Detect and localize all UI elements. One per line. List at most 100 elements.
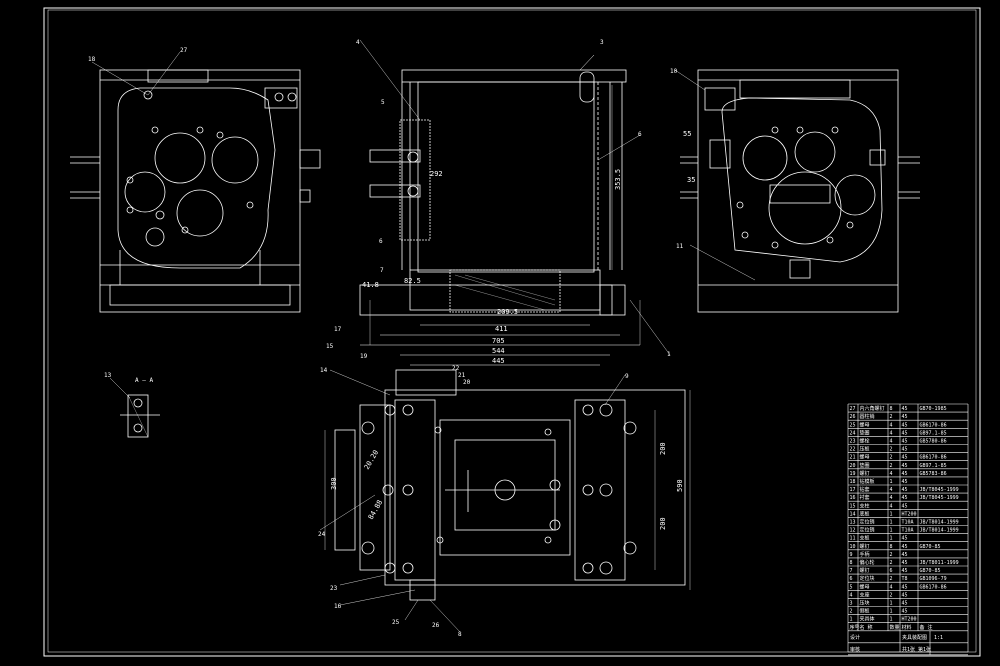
title-block-cell-std: GB1096-79 [920, 576, 947, 582]
title-block-cell-name: 螺母 [860, 454, 870, 461]
title-block-scale: 1:1 [934, 635, 943, 641]
title-block-cell-name: 内六角螺钉 [860, 405, 885, 412]
leader-25: 25 [392, 619, 400, 626]
title-block-cell-mat: 45 [902, 552, 908, 558]
dim-200b: 200 [659, 517, 667, 530]
section-label: A — A [135, 377, 153, 384]
title-block-cell-no: 26 [850, 414, 856, 420]
title-block-cell-qty: 1 [890, 609, 893, 615]
title-block-cell-qty: 2 [890, 560, 893, 566]
title-block-cell-name: 支板 [860, 535, 870, 542]
title-block-cell-mat: 45 [902, 560, 908, 566]
plan-view [319, 369, 691, 633]
leader-10: 10 [670, 68, 678, 75]
title-block-sheet: 共1张 第1张 [902, 646, 931, 653]
title-block-cell-mat: 45 [902, 406, 908, 412]
title-block-cell-mat: HT200 [902, 511, 917, 517]
title-block-cell-name: 底板 [860, 510, 870, 517]
leader-22: 22 [452, 365, 460, 372]
title-block-cell-name: 支座 [860, 591, 870, 598]
dim-55: 55 [683, 130, 691, 138]
title-block-cell-no: 7 [850, 568, 853, 574]
right-view [674, 69, 920, 313]
title-block-cell-std: JB/T8014-1999 [920, 528, 959, 534]
leader-4: 4 [356, 39, 360, 46]
leader-6b: 6 [379, 238, 383, 245]
title-block-cell-std: 备 注 [920, 624, 933, 631]
title-block-cell-std: GB97.1-85 [920, 430, 947, 436]
title-block-cell-mat: 45 [902, 422, 908, 428]
title-block-cell-mat: 45 [902, 592, 908, 598]
dim-3535: 353.5 [614, 169, 622, 190]
title-block-cell-name: 螺钉 [860, 470, 870, 477]
title-block-cell-std: GB6170-86 [920, 584, 947, 590]
title-block-cell-name: 螺钉 [860, 567, 870, 574]
leader-labels: 18 27 4 3 5 6 6 7 10 11 1 17 15 14 19 22… [88, 39, 684, 638]
title-block-cell-qty: 2 [890, 463, 893, 469]
title-block-cell-name: 钻套 [860, 486, 870, 493]
dim-445: 445 [492, 357, 505, 365]
leader-1: 1 [667, 351, 671, 358]
title-block-cell-no: 2 [850, 609, 853, 615]
title-block-cell-no: 21 [850, 455, 856, 461]
dim-200a: 200 [659, 442, 667, 455]
title-block-cell-qty: 6 [890, 568, 893, 574]
title-block-cell-mat: 45 [902, 495, 908, 501]
title-block-cell-std: GB70-85 [920, 544, 941, 550]
title-block-cell-no: 27 [850, 406, 856, 412]
leader-11: 11 [676, 243, 684, 250]
title-block-cell-qty: 1 [890, 520, 893, 526]
title-block-cell-name: 螺钉 [860, 543, 870, 550]
title-block-cell-std: GB97.1-85 [920, 463, 947, 469]
title-block-cell-name: 螺母 [860, 583, 870, 590]
left-view [70, 51, 321, 313]
title-block-cell-mat: 材料 [902, 624, 912, 631]
title-block-name: 夹具装配图 [902, 634, 927, 641]
title-block-cell-name: 螺母 [860, 421, 870, 428]
title-block-cell-std: GB5783-86 [920, 471, 947, 477]
dim-292: 292 [430, 170, 443, 178]
leader-27: 27 [180, 47, 188, 54]
sheet-border-outer [43, 7, 981, 657]
leader-9: 9 [625, 373, 629, 380]
dim-35: 35 [687, 176, 695, 184]
leader-13: 13 [104, 372, 112, 379]
dim-544: 544 [492, 347, 505, 355]
title-block-cell-no: 12 [850, 528, 856, 534]
title-block-cell-mat: 45 [902, 479, 908, 485]
title-block-cell-qty: 4 [890, 471, 893, 477]
title-block-cell-qty: 1 [890, 601, 893, 607]
title-block-cell-mat: 45 [902, 601, 908, 607]
title-block-cell-mat: 45 [902, 414, 908, 420]
title-block-cell-name: 垫圈 [860, 462, 870, 469]
title-block-cell-mat: T10A [902, 528, 914, 534]
title-block-cell-qty: 2 [890, 455, 893, 461]
title-block-cell-name: 偏心轮 [860, 559, 875, 566]
title-block-cell-qty: 4 [890, 584, 893, 590]
title-block-cell-qty: 8 [890, 406, 893, 412]
leader-5: 5 [381, 99, 385, 106]
title-block-cell-no: 23 [850, 439, 856, 445]
title-block-cell-no: 10 [850, 544, 856, 550]
dim-825: 82.5 [404, 277, 421, 285]
title-block-cell-std: GB70-85 [920, 568, 941, 574]
title-block-cell-mat: 45 [902, 463, 908, 469]
title-block-cell-name: 名 称 [860, 624, 873, 631]
title-block-cell-mat: 45 [902, 430, 908, 436]
title-block-cell-no: 22 [850, 447, 856, 453]
dim-418: 41.8 [362, 281, 379, 289]
title-block-cell-mat: 45 [902, 439, 908, 445]
dim-2020: 20.20 [363, 449, 380, 471]
title-block-cell-no: 9 [850, 552, 853, 558]
title-block-cell-no: 6 [850, 576, 853, 582]
title-block-cell-mat: 45 [902, 455, 908, 461]
title-block-cell-no: 16 [850, 495, 856, 501]
title-block-cell-qty: 数量 [890, 624, 900, 631]
title-block-cell-std: GB6170-86 [920, 455, 947, 461]
title-block-cell-no: 13 [850, 520, 856, 526]
title-block [847, 403, 969, 656]
title-block-cell-no: 序号 [850, 624, 860, 631]
title-block-cell-std: GB70-1985 [920, 406, 947, 412]
